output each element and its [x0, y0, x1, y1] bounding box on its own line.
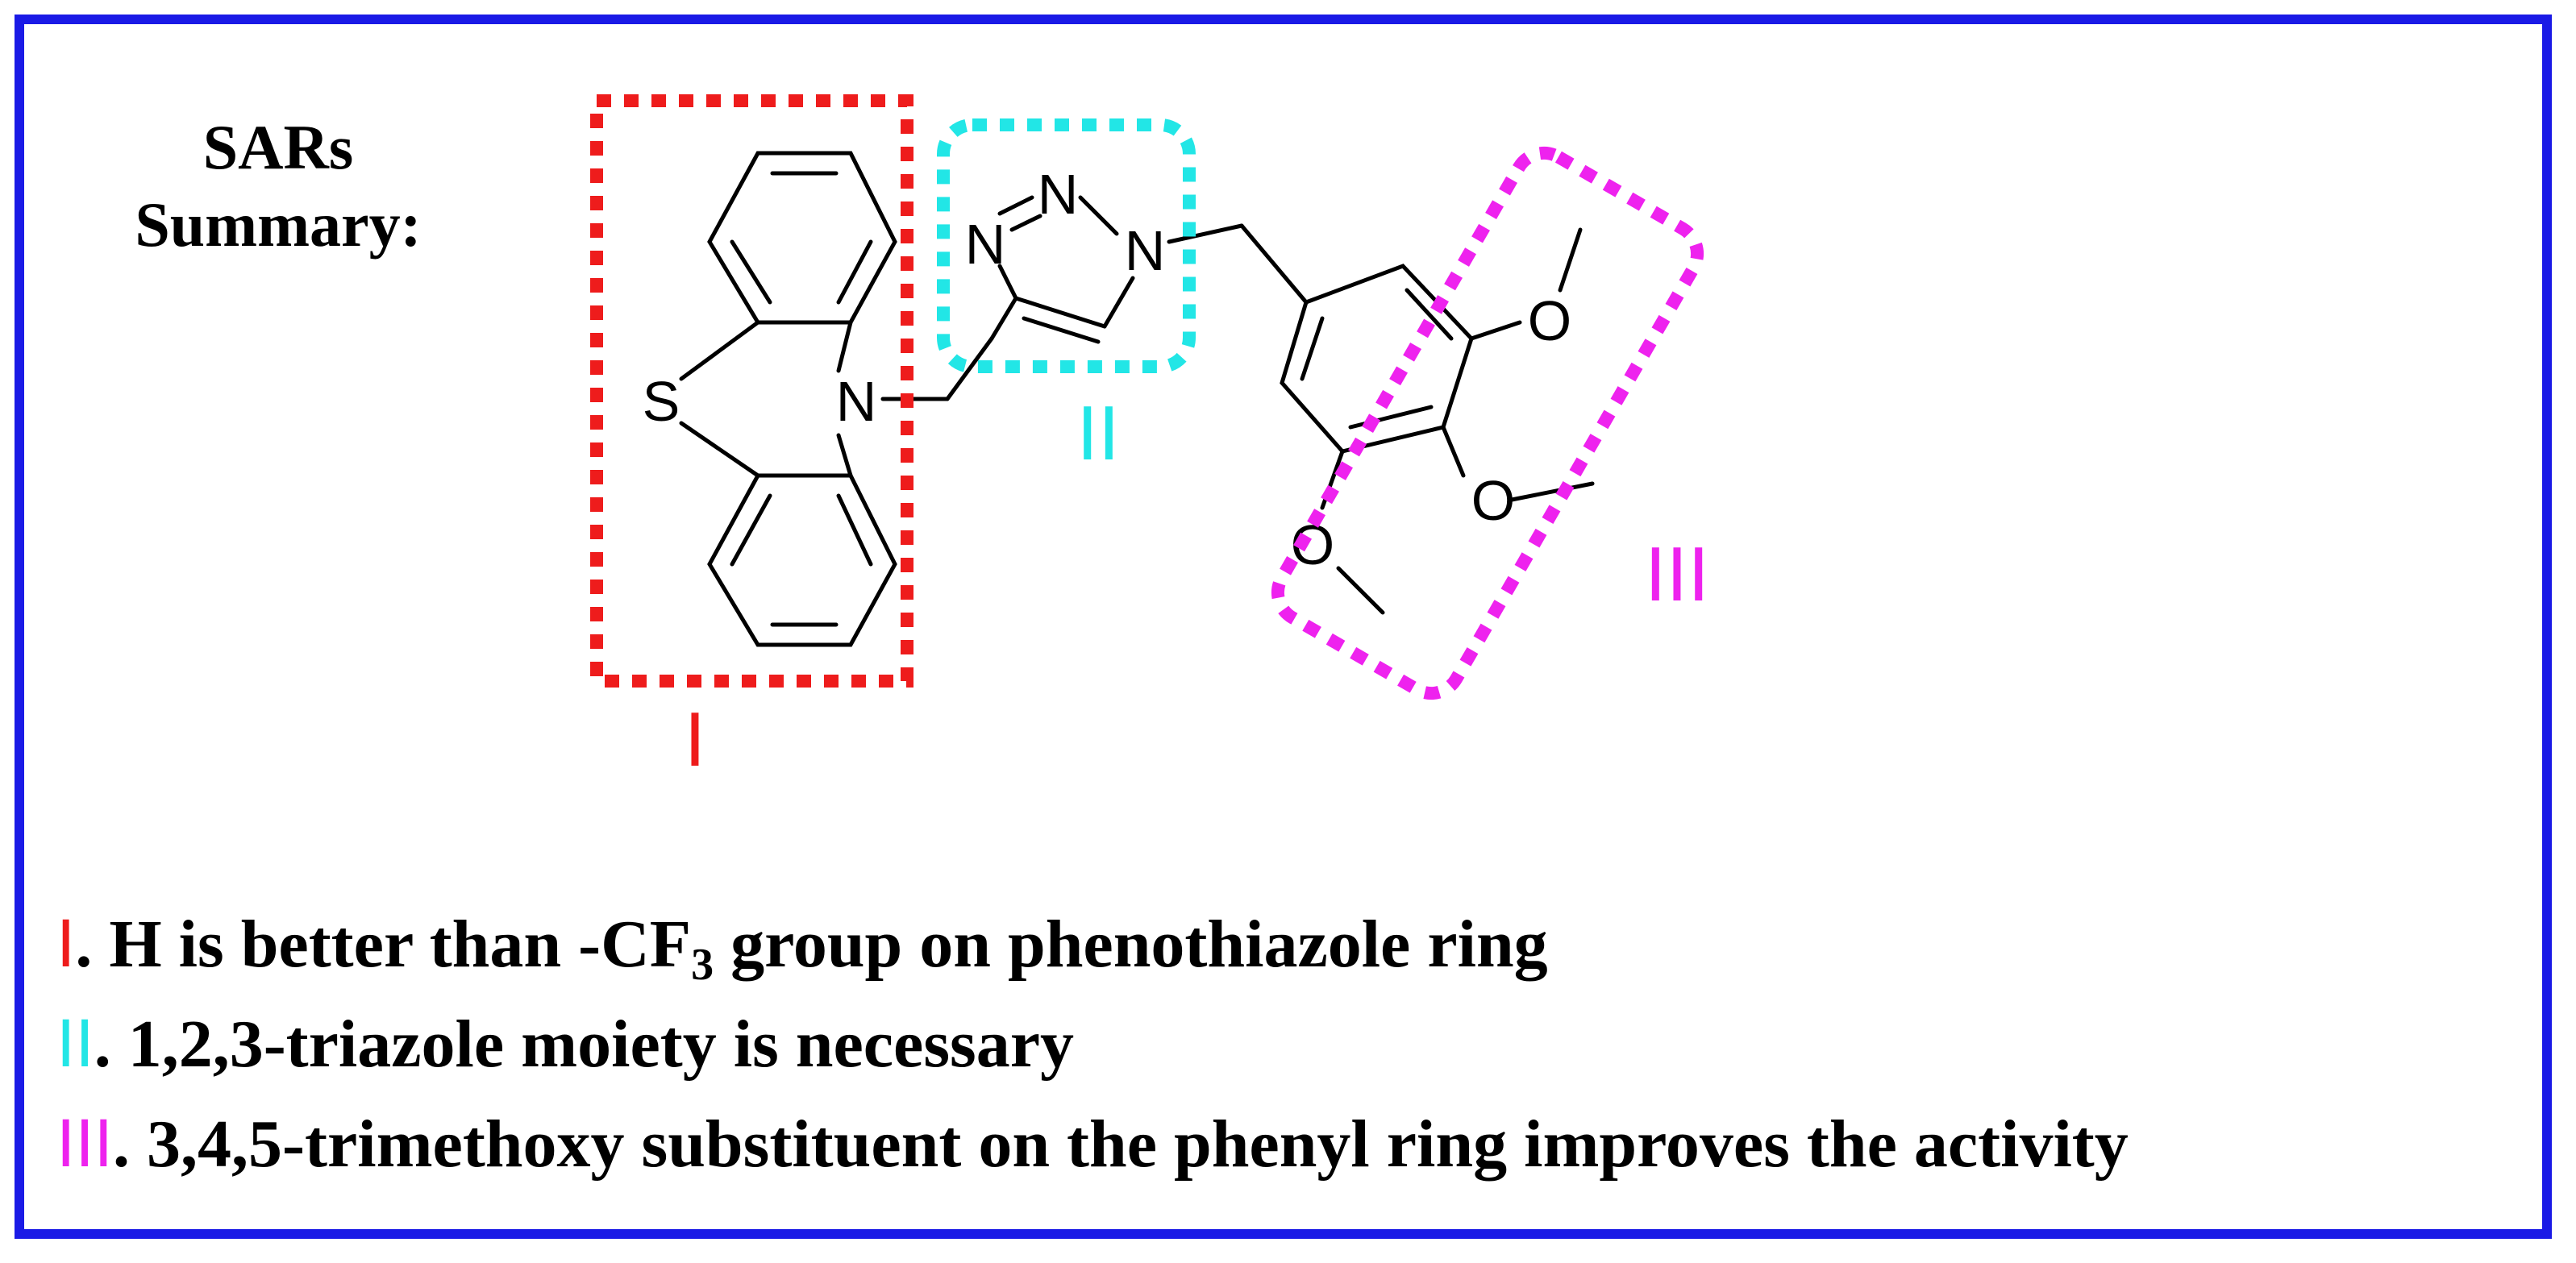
note-II-text: . 1,2,3-triazole moiety is necessary	[94, 1007, 1074, 1082]
note-I-subscript: 3	[691, 940, 714, 990]
region-I-label: I	[685, 696, 706, 783]
note-I: I. H is better than -CF3 group on phenot…	[56, 893, 2129, 993]
sar-notes: I. H is better than -CF3 group on phenot…	[56, 893, 2129, 1193]
atom-sulfur: S	[643, 370, 680, 433]
note-I-text-after: group on phenothiazole ring	[714, 907, 1548, 982]
outer-frame	[15, 15, 2552, 1239]
molecule-bonds	[679, 151, 1595, 647]
note-III-marker: III	[56, 1105, 114, 1181]
atom-triazole-n1: N	[1125, 219, 1166, 282]
title-line-1: SARs	[202, 112, 354, 182]
atom-oxygen-2: O	[1471, 469, 1515, 532]
note-III-text: . 3,4,5-trimethoxy substituent on the ph…	[113, 1107, 2129, 1182]
top-benzene-ring	[707, 151, 897, 325]
note-II: II. 1,2,3-triazole moiety is necessary	[56, 993, 2129, 1093]
title-line-2: Summary:	[135, 189, 422, 260]
atom-labels: S N N N N O O O	[643, 163, 1572, 576]
region-II-box	[937, 118, 1196, 373]
atom-triazole-n2: N	[1038, 163, 1079, 226]
note-I-text-before: . H is better than -CF	[75, 907, 692, 982]
summary-title: SARs Summary:	[97, 109, 460, 264]
note-I-marker: I	[56, 905, 76, 981]
region-III-box	[1271, 146, 1704, 700]
note-II-marker: II	[56, 1005, 94, 1081]
region-labels: I II III	[685, 390, 1709, 783]
atom-oxygen-1: O	[1528, 289, 1571, 352]
atom-nitrogen-ring: N	[836, 370, 877, 433]
atom-triazole-n3: N	[965, 213, 1006, 276]
region-I-box	[590, 94, 913, 688]
region-III-label: III	[1645, 531, 1709, 617]
note-III: III. 3,4,5-trimethoxy substituent on the…	[56, 1093, 2129, 1193]
region-II-label: II	[1076, 390, 1119, 476]
